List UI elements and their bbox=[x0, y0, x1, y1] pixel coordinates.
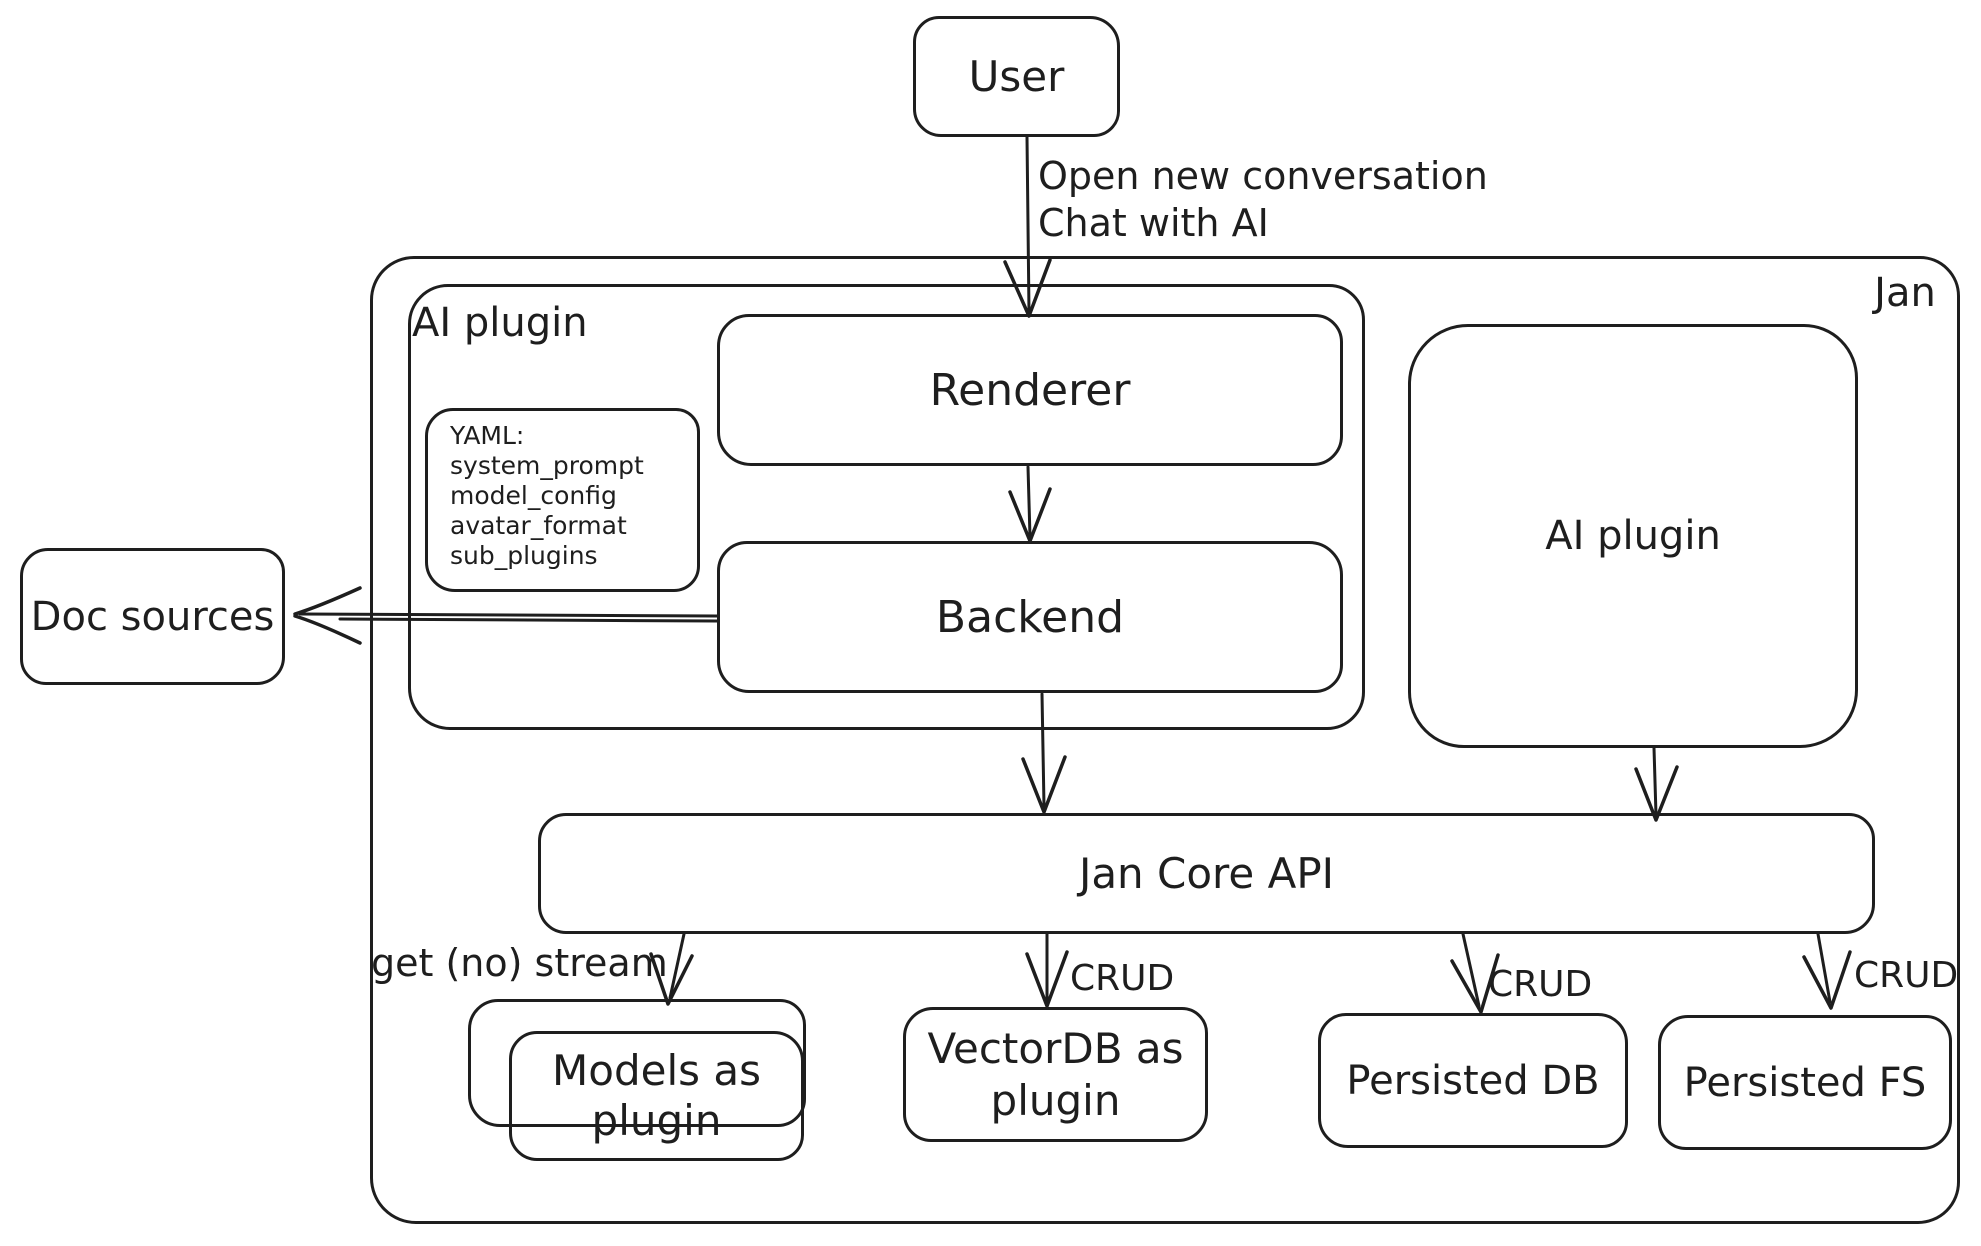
ai-plugin-right-node-label: AI plugin bbox=[1545, 513, 1721, 559]
yaml-note-item: system_prompt bbox=[450, 451, 644, 480]
models-plugin-node-label: Models as plugin bbox=[552, 1046, 761, 1145]
models-plugin-node-inner bbox=[509, 1031, 804, 1161]
jan-core-api-node: Jan Core API bbox=[538, 813, 1875, 934]
yaml-note-item: avatar_format bbox=[450, 511, 627, 540]
renderer-node-label: Renderer bbox=[929, 364, 1131, 416]
ai-plugin-right-node: AI plugin bbox=[1408, 324, 1858, 748]
edge-label-open-conversation: Open new conversation Chat with AI bbox=[1038, 154, 1488, 245]
backend-node: Backend bbox=[717, 541, 1343, 693]
user-node: User bbox=[913, 16, 1120, 137]
renderer-node: Renderer bbox=[717, 314, 1343, 466]
yaml-note-title: YAML: bbox=[450, 421, 525, 450]
edge-label-crud-vectordb: CRUD bbox=[1070, 958, 1175, 999]
models-plugin-node-outer bbox=[468, 999, 806, 1127]
jan-container bbox=[370, 256, 1960, 1224]
persisted-db-node: Persisted DB bbox=[1318, 1013, 1628, 1148]
user-node-label: User bbox=[968, 52, 1065, 101]
persisted-db-node-label: Persisted DB bbox=[1346, 1057, 1600, 1104]
vectordb-plugin-node: VectorDB as plugin bbox=[903, 1007, 1208, 1142]
persisted-fs-node-label: Persisted FS bbox=[1683, 1059, 1927, 1106]
yaml-note-item: sub_plugins bbox=[450, 541, 598, 570]
persisted-fs-node: Persisted FS bbox=[1658, 1015, 1952, 1150]
edge-label-crud-persisted-fs: CRUD bbox=[1854, 955, 1959, 996]
ai-plugin-group bbox=[408, 284, 1365, 730]
yaml-note-item: model_config bbox=[450, 481, 617, 510]
doc-sources-node: Doc sources bbox=[20, 548, 285, 685]
doc-sources-node-label: Doc sources bbox=[30, 593, 275, 640]
edge-label-crud-persisted-db: CRUD bbox=[1488, 964, 1593, 1005]
jan-core-api-node-label: Jan Core API bbox=[1078, 849, 1335, 898]
edge-label-get-no-stream: get (no) stream bbox=[371, 941, 668, 985]
ai-plugin-group-label: AI plugin bbox=[412, 300, 588, 346]
yaml-note: YAML: system_prompt model_config avatar_… bbox=[425, 408, 700, 592]
jan-label: Jan bbox=[1874, 270, 1936, 316]
backend-node-label: Backend bbox=[935, 591, 1125, 643]
